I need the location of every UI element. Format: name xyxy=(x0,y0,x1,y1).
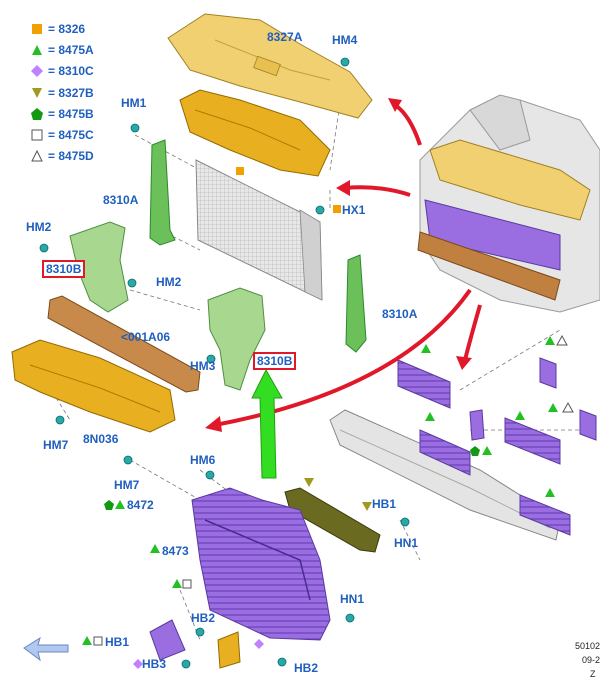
label-8327A: 8327A xyxy=(267,30,303,44)
label-001A06: <001A06 xyxy=(121,330,171,344)
triangle-outline-icon xyxy=(31,150,43,162)
lower-shield-8326 xyxy=(179,89,331,177)
left-deflector-8310A xyxy=(149,139,176,246)
legend-text: = 8310C xyxy=(48,64,94,79)
label-8310A-right: 8310A xyxy=(382,307,418,321)
legend-text: = 8475D xyxy=(48,149,94,164)
label-HM2-right: HM2 xyxy=(156,275,182,289)
legend-text: = 8475C xyxy=(48,128,94,143)
label-HM2-left: HM2 xyxy=(26,220,52,234)
symbol-legend: = 8326 = 8475A = 8310C = 8327B = 8475B =… xyxy=(30,18,94,167)
grille-shutters xyxy=(397,357,597,536)
arrow-head-3 xyxy=(205,416,222,432)
label-HN1-lower: HN1 xyxy=(340,592,365,606)
label-HB1-left: HB1 xyxy=(105,635,130,649)
diamond-icon xyxy=(31,65,43,78)
square-outline-icon xyxy=(31,129,43,141)
legend-row-8326: = 8326 xyxy=(30,18,94,39)
label-HM1-top: HM1 xyxy=(121,96,147,110)
label-HM3: HM3 xyxy=(190,359,216,373)
label-HB2-upper: HB2 xyxy=(191,611,216,625)
footer-z: Z xyxy=(590,669,596,679)
legend-row-8475A: = 8475A xyxy=(30,39,94,60)
legend-row-8310C: = 8310C xyxy=(30,61,94,82)
label-HM7-left: HM7 xyxy=(43,438,69,452)
pentagon-icon xyxy=(31,107,43,120)
label-8310B-center: 8310B xyxy=(253,352,297,370)
arrow-head-2 xyxy=(336,180,350,196)
square-marker xyxy=(236,167,244,175)
arrow-head-4 xyxy=(456,356,472,370)
label-HM6: HM6 xyxy=(190,453,216,467)
vehicle-front-assembly xyxy=(417,94,600,313)
label-8472: 8472 xyxy=(127,498,154,512)
footer-code: 50102 xyxy=(575,641,600,651)
square-icon xyxy=(32,23,42,34)
right-deflector-8310A xyxy=(345,254,367,353)
symbol-markers xyxy=(82,205,574,669)
label-HM4: HM4 xyxy=(332,33,358,47)
triangle-down-icon xyxy=(32,87,42,98)
label-8N036: 8N036 xyxy=(83,432,119,446)
label-HN1-upper: HN1 xyxy=(394,536,419,550)
lower-bracket-center xyxy=(217,631,241,669)
left-bracket-8310B xyxy=(69,221,129,313)
legend-text: = 8327B xyxy=(48,85,94,100)
label-HB1-right: HB1 xyxy=(372,497,397,511)
direction-arrow xyxy=(23,636,69,662)
legend-text: = 8475A xyxy=(48,42,94,57)
legend-row-8475B: = 8475B xyxy=(30,103,94,124)
triangle-up-icon xyxy=(32,44,42,55)
arrow-head-1 xyxy=(388,98,402,112)
main-duct-8473 xyxy=(191,487,331,641)
legend-row-8327B: = 8327B xyxy=(30,82,94,103)
legend-row-8475C: = 8475C xyxy=(30,124,94,145)
label-8310A-left: 8310A xyxy=(103,193,139,207)
footer-date: 09-2 xyxy=(582,655,600,665)
label-HX1: HX1 xyxy=(342,203,366,217)
fastener-clips xyxy=(39,57,410,669)
center-bracket-8310B xyxy=(207,287,266,391)
label-HB3: HB3 xyxy=(142,657,167,671)
label-HB2-lower: HB2 xyxy=(294,661,319,675)
legend-row-8475D: = 8475D xyxy=(30,146,94,167)
label-HM7-right: HM7 xyxy=(114,478,140,492)
foam-absorber-001A06 xyxy=(47,295,201,393)
lower-bracket-left xyxy=(149,619,186,661)
green-highlight-arrow xyxy=(251,368,283,479)
label-8473: 8473 xyxy=(162,544,189,558)
legend-text: = 8326 xyxy=(48,21,86,36)
label-8310B-left: 8310B xyxy=(42,260,86,278)
legend-text: = 8475B xyxy=(48,106,94,121)
